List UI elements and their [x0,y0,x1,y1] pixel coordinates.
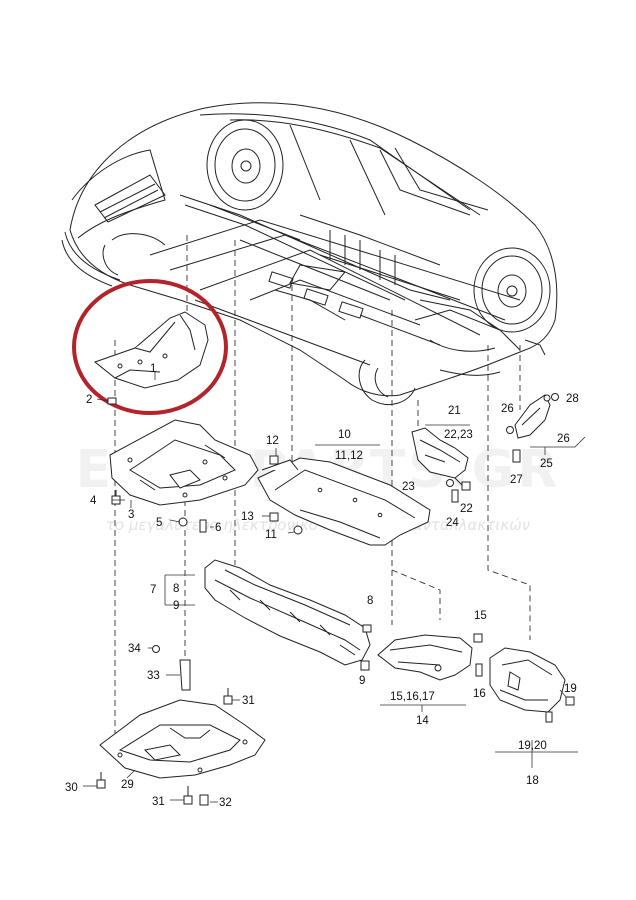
callout-16: 16 [473,688,486,700]
callout-28: 28 [566,393,579,405]
callout-21: 21 [448,405,461,417]
front-right-wheel-partial [102,233,166,276]
callout-29: 29 [121,779,134,791]
callout-9-top: 9 [173,600,179,612]
callout-31-upper: 31 [242,695,255,707]
callout-14: 14 [416,715,429,727]
part-21-bracket [411,427,469,486]
callout-33: 33 [147,670,160,682]
callout-9: 9 [359,675,365,687]
callout-5: 5 [156,517,162,529]
callout-15: 15 [474,610,487,622]
callout-34: 34 [128,643,141,655]
callout-8: 8 [367,595,373,607]
part-1-highlight-circle [72,279,228,415]
callout-27: 27 [510,474,523,486]
part-14-rear-tunnel-panel [377,634,473,681]
callout-11: 11 [265,529,277,541]
rear-left-wheel-partial [358,359,416,405]
callout-32: 32 [219,797,232,809]
callout-6: 6 [215,522,221,534]
callout-labels: 1 2 3 4 5 6 7 8 9 8 9 10 11,12 11 12 13 … [65,363,579,809]
part-3-underbody-shield [109,419,259,506]
callout-26: 26 [557,433,570,445]
callout-22: 22 [460,503,473,515]
callout-22-23: 22,23 [444,429,473,441]
part-18-rear-underbody-shield [489,647,566,713]
callout-4: 4 [90,495,97,507]
callout-15-16-17: 15,16,17 [390,691,435,703]
callout-23: 23 [402,481,415,493]
callout-11-12: 11,12 [335,450,363,462]
part-7-tunnel-heat-shield [204,559,371,666]
callout-19: 19 [564,683,577,695]
hardware-fasteners [96,393,575,806]
callout-26-top: 26 [501,403,514,415]
callout-31-lower: 31 [152,796,165,808]
callout-13: 13 [241,511,254,523]
callout-30: 30 [65,782,78,794]
car-underbody [61,102,558,397]
part-1-underbody-panel [93,311,209,389]
callout-24: 24 [446,517,459,529]
callout-1: 1 [150,363,156,375]
callout-18: 18 [526,775,539,787]
callout-25: 25 [540,458,553,470]
part-25-rear-bracket [514,394,551,439]
front-left-wheel [206,119,284,211]
part-10-center-underbody-panel [257,457,431,546]
callout-leaders [83,372,586,803]
callout-8-top: 8 [173,583,179,595]
callout-19-20: 19,20 [518,740,547,752]
callout-7: 7 [150,584,156,596]
callout-2: 2 [86,394,92,406]
part-29-engine-underbody-shield [99,699,266,779]
callout-12: 12 [266,435,279,447]
leader-lines [114,235,531,740]
callout-10: 10 [338,429,351,441]
rear-right-wheel [473,247,551,333]
callout-3: 3 [128,509,134,521]
